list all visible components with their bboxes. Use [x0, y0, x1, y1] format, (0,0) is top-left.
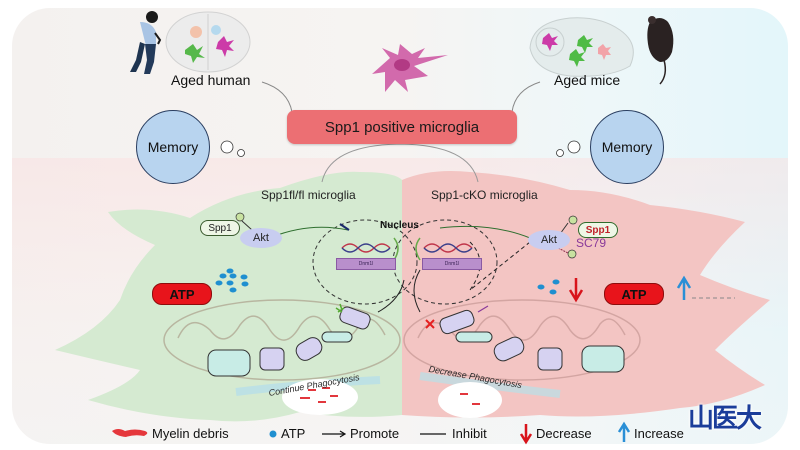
right-complex-iv: [537, 347, 563, 371]
atp-dot-icon: [269, 430, 277, 438]
right-spp1-label: Spp1: [578, 222, 618, 238]
title-split-arc: [321, 143, 479, 183]
right-akt-label: Akt: [528, 230, 570, 250]
microglia-cell-icon: [372, 44, 448, 92]
thought-bubble-right-small: [556, 149, 564, 157]
left-nucleus-outline: [312, 219, 418, 305]
legend-increase-arrow-icon: [617, 421, 631, 442]
right-atp-badge: ATP: [604, 283, 664, 305]
right-complex-ii: [455, 331, 493, 343]
legend-promote: Promote: [350, 426, 400, 441]
decrease-arrow-icon: [568, 278, 584, 303]
right-microglia-body: [402, 171, 770, 418]
memory-left: Memory: [136, 110, 210, 184]
left-complex-i: [339, 306, 371, 330]
left-atp-badge: ATP: [152, 283, 212, 305]
right-atp-dots: [537, 279, 560, 295]
mouse-icon: [647, 16, 674, 85]
left-microglia-body: [55, 171, 402, 422]
university-logo: 山医大: [688, 404, 762, 434]
right-phagocytosis-band: [419, 372, 561, 398]
left-complex-iii: [295, 337, 323, 361]
left-spp1-label: Spp1: [200, 220, 240, 236]
legend-inhibit: Inhibit: [452, 426, 487, 441]
right-dnm1l-label: Dnm1l: [422, 258, 482, 270]
legend-decrease: Decrease: [536, 426, 592, 441]
memory-right: Memory: [590, 110, 664, 184]
nucleus-label: Nucleus: [380, 220, 419, 231]
left-dnm1l-label: Dnm1l: [336, 258, 396, 270]
left-atp-dots: [215, 268, 249, 293]
thought-bubble-right-large: [567, 140, 581, 154]
myelin-debris-icon: [112, 429, 148, 437]
right-dna-helix: [423, 243, 473, 253]
right-complex-iii: [493, 336, 525, 362]
left-connector-arc: [261, 81, 293, 113]
right-connector-arc: [511, 81, 541, 113]
aged-human-label: Aged human: [171, 72, 251, 88]
sc79-label: SC79: [576, 236, 607, 250]
right-panel-title: Spp1-cKO microglia: [431, 188, 538, 202]
left-panel-title: Spp1fl/fl microglia: [261, 188, 356, 202]
aged-mice-label: Aged mice: [554, 72, 621, 88]
left-complex-ii: [321, 331, 353, 343]
legend-myelin-debris: Myelin debris: [152, 426, 229, 441]
right-phagosome: [438, 382, 502, 418]
left-akt-label: Akt: [240, 228, 282, 248]
right-complex-i: [439, 309, 475, 335]
left-atp-synthase: [207, 349, 251, 377]
human-brain-icon: [165, 11, 251, 73]
increase-arrow-icon: [676, 275, 692, 300]
legend-atp: ATP: [281, 426, 306, 441]
left-complex-iv: [259, 347, 285, 371]
promote-arrow-icon: [322, 430, 347, 438]
left-dna-helix: [341, 243, 391, 253]
left-phagosome: [282, 379, 358, 415]
legend-increase: Increase: [634, 426, 684, 441]
thought-bubble-left-large: [220, 140, 234, 154]
spp1-positive-microglia-title: Spp1 positive microglia: [287, 110, 517, 144]
thought-bubble-left-small: [237, 149, 245, 157]
right-atp-synthase: [581, 345, 625, 373]
legend-decrease-arrow-icon: [519, 424, 533, 445]
aged-human-icon: [130, 11, 162, 74]
mouse-brain-icon: [529, 17, 634, 77]
right-akt-to-nucleus: [439, 225, 531, 239]
right-mitochondrion: [403, 299, 641, 381]
